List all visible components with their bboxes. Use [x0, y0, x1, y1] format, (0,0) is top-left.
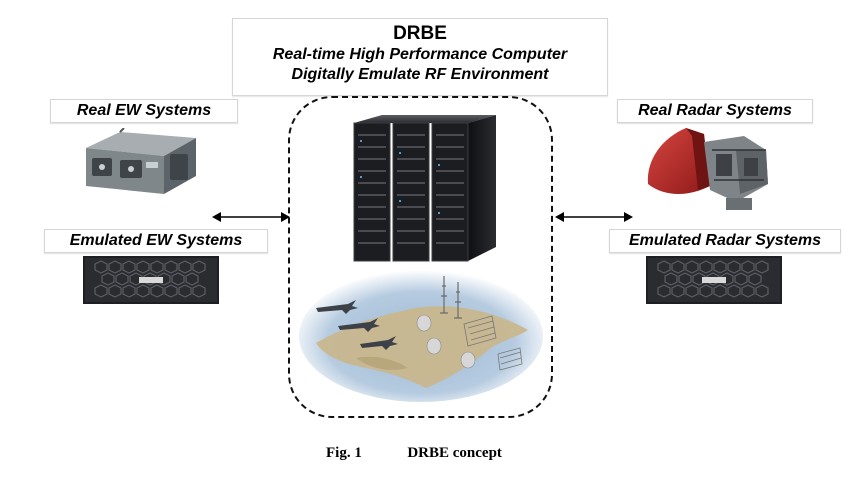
subtitle-line-1: Real-time High Performance Computer — [272, 46, 568, 63]
figure-title: DRBE concept — [407, 445, 502, 461]
rf-scene-icon — [299, 270, 543, 402]
emulated-radar-label: Emulated Radar Systems — [609, 229, 841, 253]
server-chassis-icon — [646, 256, 782, 304]
radar-icon — [647, 128, 768, 210]
title-box: DRBE Real-time High Performance Computer… — [232, 18, 608, 96]
emulated-ew-label: Emulated EW Systems — [44, 229, 268, 253]
title: DRBE — [393, 23, 447, 44]
drbe-container — [288, 96, 553, 418]
double-arrow-icon — [212, 212, 290, 222]
ew-hardware-icon — [86, 128, 196, 194]
server-chassis-icon — [83, 256, 219, 304]
figure-caption: Fig. 1 DRBE concept — [326, 445, 586, 465]
double-arrow-icon — [555, 212, 633, 222]
real-radar-label: Real Radar Systems — [617, 99, 813, 123]
figure-number: Fig. 1 — [326, 445, 362, 461]
subtitle-line-2: Digitally Emulate RF Environment — [291, 66, 549, 83]
real-ew-label: Real EW Systems — [50, 99, 238, 123]
server-rack-icon — [353, 115, 496, 262]
